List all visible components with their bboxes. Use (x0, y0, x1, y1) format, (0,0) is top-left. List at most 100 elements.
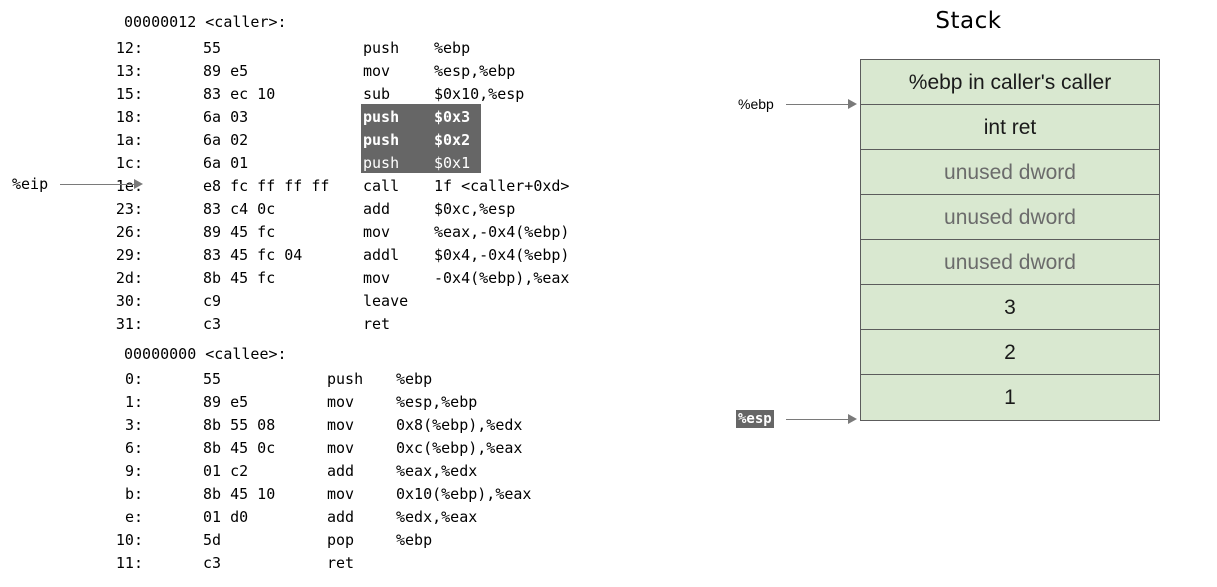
ebp-pointer-label: %ebp (738, 96, 774, 112)
instruction-operands: 0x8(%ebp),%edx (396, 416, 523, 434)
stack-cell: 3 (861, 285, 1159, 330)
instruction-bytes: 01 d0 (203, 508, 249, 526)
callee-block-header: 00000000 <callee>: (124, 345, 287, 363)
instruction-mnemonic: mov (327, 485, 355, 503)
instruction-mnemonic: push (363, 154, 400, 172)
instruction-bytes: c3 (203, 554, 222, 572)
instruction-mnemonic: push (363, 131, 400, 149)
instruction-mnemonic: add (327, 508, 355, 526)
stack-cell: unused dword (861, 195, 1159, 240)
instruction-bytes: 6a 02 (203, 131, 249, 149)
instruction-mnemonic: leave (363, 292, 409, 310)
ebp-arrow-shaft (786, 104, 850, 105)
instruction-row: 12: 55 push %ebp (0, 37, 700, 60)
instruction-operands: $0x4,-0x4(%ebp) (434, 246, 570, 264)
stack-cell: %ebp in caller's caller (861, 60, 1159, 105)
instruction-mnemonic: mov (327, 393, 355, 411)
instruction-bytes: 8b 55 08 (203, 416, 276, 434)
instruction-row: e: 01 d0 add %edx,%eax (0, 506, 700, 529)
instruction-operands: %esp,%ebp (396, 393, 478, 411)
instruction-mnemonic: pop (327, 531, 355, 549)
esp-arrow-shaft (786, 419, 850, 420)
instruction-operands: %eax,%edx (396, 462, 478, 480)
instruction-bytes: 6a 03 (203, 108, 249, 126)
instruction-row: 30: c9 leave (0, 290, 700, 313)
instruction-operands: 0x10(%ebp),%eax (396, 485, 532, 503)
instruction-operands: %esp,%ebp (434, 62, 516, 80)
instruction-bytes: 89 45 fc (203, 223, 276, 241)
instruction-bytes: 89 e5 (203, 393, 249, 411)
instruction-bytes: 6a 01 (203, 154, 249, 172)
instruction-address: 15: (115, 85, 143, 103)
instruction-operands: %ebp (396, 531, 433, 549)
instruction-bytes: 83 ec 10 (203, 85, 276, 103)
instruction-address: 9: (124, 462, 143, 480)
instruction-mnemonic: sub (363, 85, 391, 103)
instruction-address: 12: (115, 39, 143, 57)
ebp-arrow-head (848, 99, 857, 109)
instruction-operands: 1f <caller+0xd> (434, 177, 570, 195)
esp-arrow-head (848, 414, 857, 424)
instruction-address: 1c: (115, 154, 143, 172)
instruction-mnemonic: push (363, 108, 400, 126)
instruction-operands: $0x3 (434, 108, 471, 126)
instruction-address: 23: (115, 200, 143, 218)
stack-cell: 1 (861, 375, 1159, 420)
instruction-mnemonic: mov (363, 223, 391, 241)
instruction-mnemonic: add (363, 200, 391, 218)
instruction-bytes: 8b 45 10 (203, 485, 276, 503)
instruction-bytes: 89 e5 (203, 62, 249, 80)
instruction-address: 11: (115, 554, 143, 572)
stack-cell: unused dword (861, 150, 1159, 195)
instruction-mnemonic: ret (327, 554, 355, 572)
instruction-address: e: (124, 508, 143, 526)
instruction-bytes: 83 45 fc 04 (203, 246, 303, 264)
instruction-address: 31: (115, 315, 143, 333)
instruction-bytes: 55 (203, 39, 222, 57)
eip-arrow-head (134, 179, 143, 189)
instruction-operands: %ebp (434, 39, 471, 57)
stack-cell: int ret (861, 105, 1159, 150)
push-highlight-band (361, 104, 481, 173)
instruction-row: 18: 6a 03 push $0x3 (0, 106, 700, 129)
instruction-address: 29: (115, 246, 143, 264)
instruction-mnemonic: push (327, 370, 364, 388)
instruction-operands: %edx,%eax (396, 508, 478, 526)
instruction-mnemonic: push (363, 39, 400, 57)
esp-pointer-label: %esp (736, 410, 774, 428)
instruction-address: 0: (124, 370, 143, 388)
instruction-operands: $0x10,%esp (434, 85, 525, 103)
instruction-bytes: 8b 45 fc (203, 269, 276, 287)
instruction-mnemonic: ret (363, 315, 391, 333)
instruction-mnemonic: mov (327, 439, 355, 457)
instruction-operands: 0xc(%ebp),%eax (396, 439, 523, 457)
instruction-operands: -0x4(%ebp),%eax (434, 269, 570, 287)
stack-cell: 2 (861, 330, 1159, 375)
instruction-bytes: 5d (203, 531, 222, 549)
instruction-operands: $0xc,%esp (434, 200, 516, 218)
stack-title: Stack (935, 8, 1002, 34)
instruction-mnemonic: add (327, 462, 355, 480)
instruction-address: 18: (115, 108, 143, 126)
instruction-bytes: c9 (203, 292, 222, 310)
instruction-operands: $0x2 (434, 131, 471, 149)
instruction-bytes: 8b 45 0c (203, 439, 276, 457)
instruction-address: 30: (115, 292, 143, 310)
instruction-row: 15: 83 ec 10 sub $0x10,%esp (0, 83, 700, 106)
